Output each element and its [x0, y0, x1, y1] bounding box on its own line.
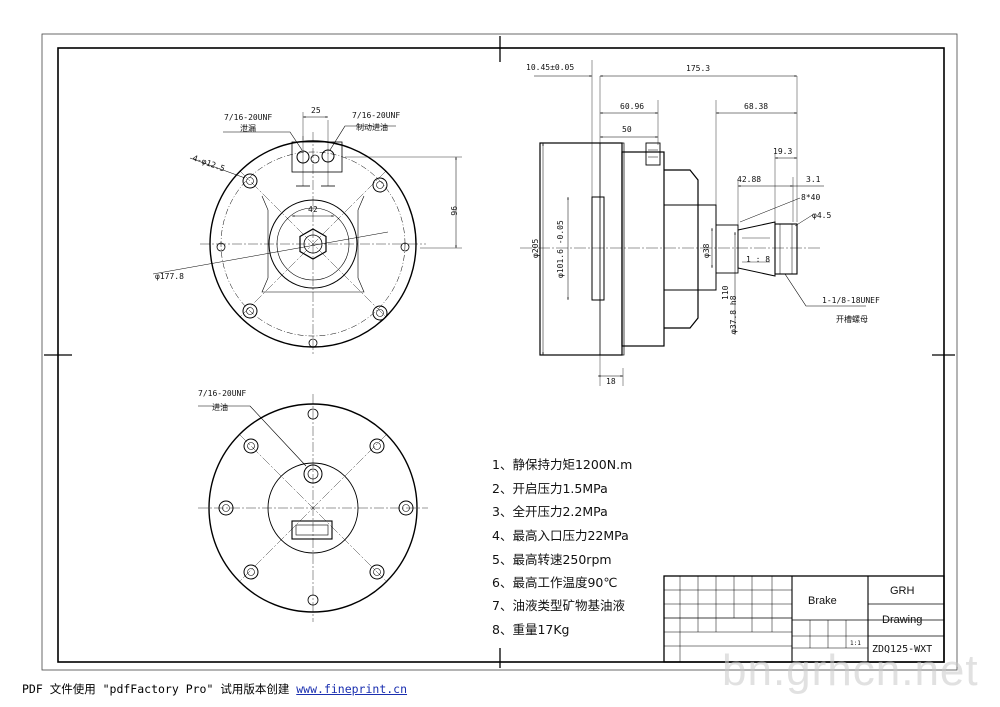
centering-marks — [44, 36, 955, 668]
title-name: Brake — [808, 595, 837, 607]
bottom-view-labels: 7/16-20UNF 进油 — [198, 389, 246, 412]
title-part-number: ZDQ125-WXT — [872, 644, 932, 655]
dim-110: 110 — [721, 285, 730, 300]
side-view — [520, 60, 866, 386]
dim-60-96: 60.96 — [620, 102, 644, 111]
title-block — [663, 575, 945, 663]
dim-10-45: 10.45±0.05 — [526, 63, 574, 72]
note-line: 5、最高转速250rpm — [492, 552, 612, 567]
dim-96: 96 — [449, 206, 458, 216]
callout-brake-port: 7/16-20UNF — [352, 111, 400, 120]
note-line: 2、开启压力1.5MPa — [492, 481, 608, 496]
dim-8x40: 8*40 — [801, 193, 820, 202]
pdf-footer: PDF 文件使用 "pdfFactory Pro" 试用版本创建 www.fin… — [22, 681, 407, 697]
watermark: bn.grhcn.net — [722, 646, 979, 695]
inner-frame — [57, 47, 945, 663]
note-line: 7、油液类型矿物基油液 — [492, 598, 625, 613]
dim-4-5: φ4.5 — [812, 211, 831, 220]
note-line: 4、最高入口压力22MPa — [492, 528, 629, 543]
bottom-front-view — [198, 394, 428, 622]
dim-42: 42 — [308, 205, 318, 214]
note-line: 1、静保持力矩1200N.m — [492, 457, 632, 472]
dim-205: φ205 — [531, 239, 540, 258]
footer-link[interactable]: www.fineprint.cn — [296, 682, 408, 696]
dim-177: φ177.8 — [155, 272, 184, 281]
technical-notes: 1、静保持力矩1200N.m 2、开启压力1.5MPa 3、全开压力2.2MPa… — [492, 457, 632, 637]
dim-19-3: 19.3 — [773, 147, 792, 156]
dim-175-3: 175.3 — [686, 64, 710, 73]
callout-thread: 1-1/8-18UNEF — [822, 296, 880, 305]
callout-inlet-port: 7/16-20UNF — [198, 389, 246, 398]
callout-slotted-nut: 开槽螺母 — [836, 314, 868, 324]
dim-taper-ratio: 1 : 8 — [746, 255, 770, 264]
dim-50: 50 — [622, 125, 632, 134]
callout-drain-port-sub: 泄漏 — [240, 123, 256, 133]
dim-18: 18 — [606, 377, 616, 386]
callout-drain-port: 7/16-20UNF — [224, 113, 272, 122]
title-company: GRH — [890, 585, 915, 597]
note-line: 8、重量17Kg — [492, 622, 570, 637]
dim-37-8: φ37.8 h8 — [729, 295, 738, 334]
title-scale: 1:1 — [850, 640, 861, 647]
callout-brake-port-sub: 制动进油 — [356, 122, 388, 132]
title-doc-type: Drawing — [882, 614, 922, 626]
dim-25: 25 — [311, 106, 321, 115]
side-view-labels: 10.45±0.05 175.3 60.96 50 68.38 19.3 42.… — [526, 63, 880, 386]
top-front-view — [152, 112, 462, 356]
footer-text: PDF 文件使用 "pdfFactory Pro" 试用版本创建 — [22, 682, 297, 696]
note-line: 3、全开压力2.2MPa — [492, 504, 608, 519]
outer-border — [41, 33, 958, 671]
title-block-text: Brake GRH Drawing 1:1 ZDQ125-WXT — [808, 585, 932, 655]
dim-68-38: 68.38 — [744, 102, 768, 111]
dim-bolt-holes: 4-φ12.5 — [191, 153, 226, 173]
note-line: 6、最高工作温度90℃ — [492, 575, 617, 590]
dim-101-6: φ101.6 -0.05 — [556, 220, 565, 278]
dim-38: φ38 — [702, 243, 711, 258]
dim-3-1: 3.1 — [806, 175, 821, 184]
callout-inlet-port-sub: 进油 — [212, 402, 228, 412]
dim-42-88: 42.88 — [737, 175, 761, 184]
